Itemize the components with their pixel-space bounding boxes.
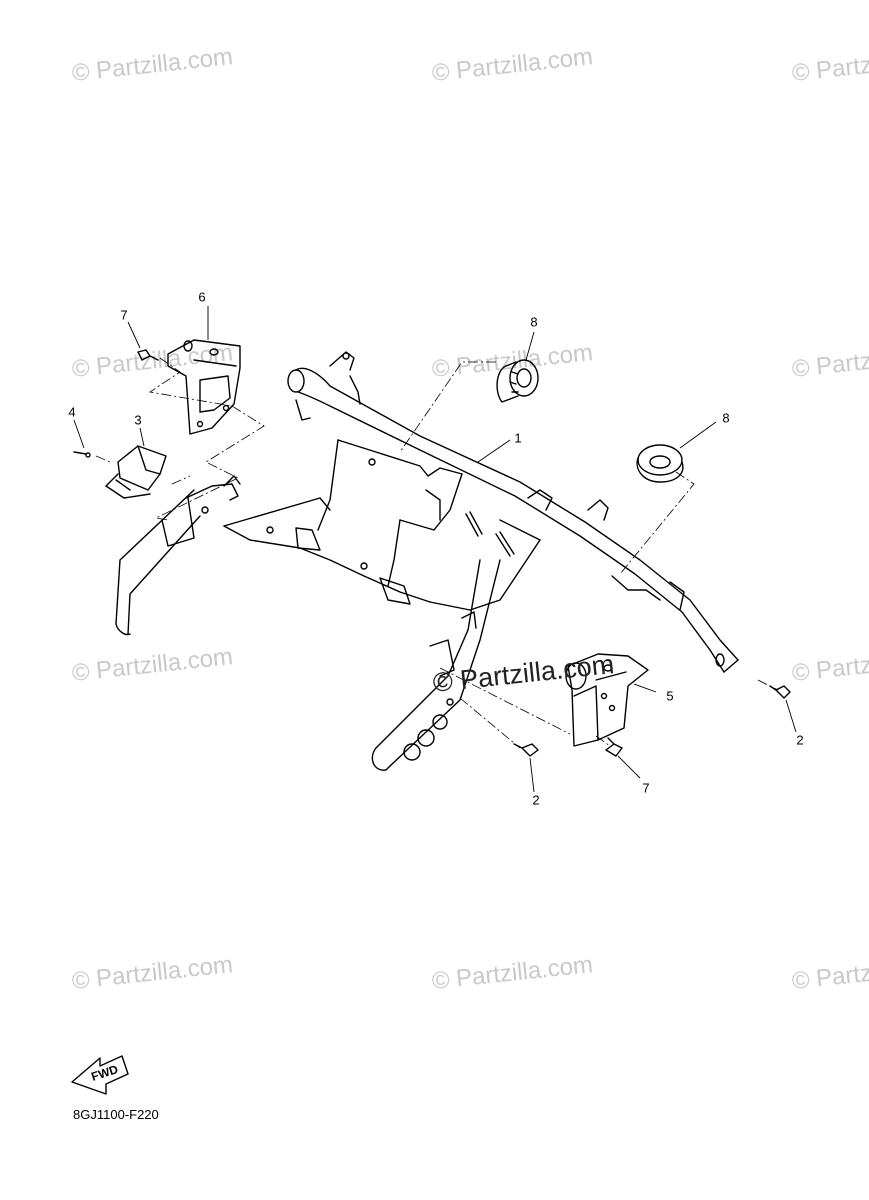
screw-4 bbox=[73, 451, 91, 458]
callout-4: 4 bbox=[68, 404, 76, 420]
bolt-7-upper bbox=[137, 349, 159, 361]
callout-1: 1 bbox=[514, 430, 522, 446]
diagram-code: 8GJ1100-F220 bbox=[73, 1107, 159, 1122]
bolt-7-lower bbox=[605, 737, 623, 757]
callout-3: 3 bbox=[134, 412, 142, 428]
callout-2-lower: 2 bbox=[532, 792, 540, 808]
callout-5: 5 bbox=[666, 688, 674, 704]
callout-8-upper: 8 bbox=[530, 314, 538, 330]
bracket-3 bbox=[105, 445, 167, 499]
callout-7-upper: 7 bbox=[120, 307, 128, 323]
callout-7-lower: 7 bbox=[642, 780, 650, 796]
bolt-2-right bbox=[769, 685, 791, 699]
bracket-6 bbox=[167, 339, 241, 435]
grommet-8-lower bbox=[636, 444, 684, 483]
main-frame bbox=[115, 351, 739, 771]
callout-6: 6 bbox=[198, 289, 206, 305]
fwd-arrow bbox=[71, 1055, 129, 1095]
callout-2-right: 2 bbox=[796, 732, 804, 748]
grommet-8-upper bbox=[496, 359, 539, 403]
callout-8-lower: 8 bbox=[722, 410, 730, 426]
bracket-5 bbox=[565, 653, 649, 747]
